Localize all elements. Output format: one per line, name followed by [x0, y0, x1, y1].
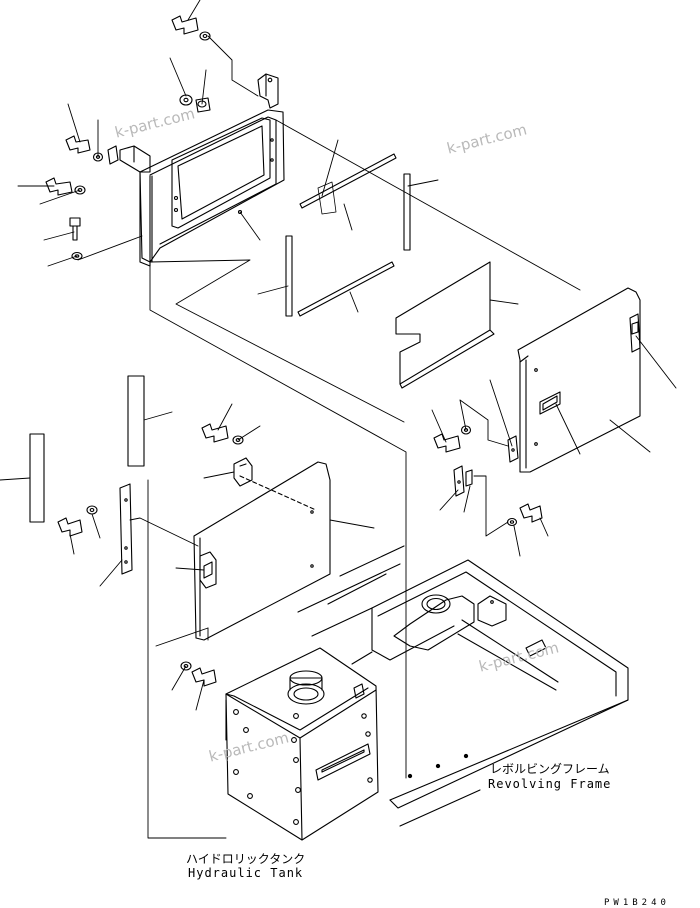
seal-strips — [285, 153, 411, 317]
leader-lines-top — [17, 0, 581, 779]
door-bracket-left — [233, 457, 253, 487]
leader-lines-right-hinge — [431, 399, 549, 557]
revolving-frame-label-en: Revolving Frame — [488, 777, 612, 791]
leader-lines-left — [0, 403, 375, 839]
leader-lines-tank — [155, 627, 209, 711]
bolt-washer-set-tank — [180, 661, 217, 687]
revolving-frame — [297, 545, 629, 827]
bolt-washer-set-left — [29, 375, 244, 575]
hydraulic-tank — [225, 647, 379, 841]
leader-lines-right — [489, 335, 677, 455]
drawing-code: PW1B240 — [604, 898, 670, 908]
sound-pad — [395, 261, 495, 389]
side-door-right — [517, 287, 641, 473]
grille-frame-assembly — [119, 73, 285, 267]
hydraulic-tank-label-en: Hydraulic Tank — [188, 866, 304, 880]
hydraulic-tank-label-jp: ハイドロリックタンク — [186, 852, 306, 866]
side-door-left — [193, 461, 331, 641]
revolving-frame-label-jp: レボルビングフレーム — [490, 762, 610, 776]
